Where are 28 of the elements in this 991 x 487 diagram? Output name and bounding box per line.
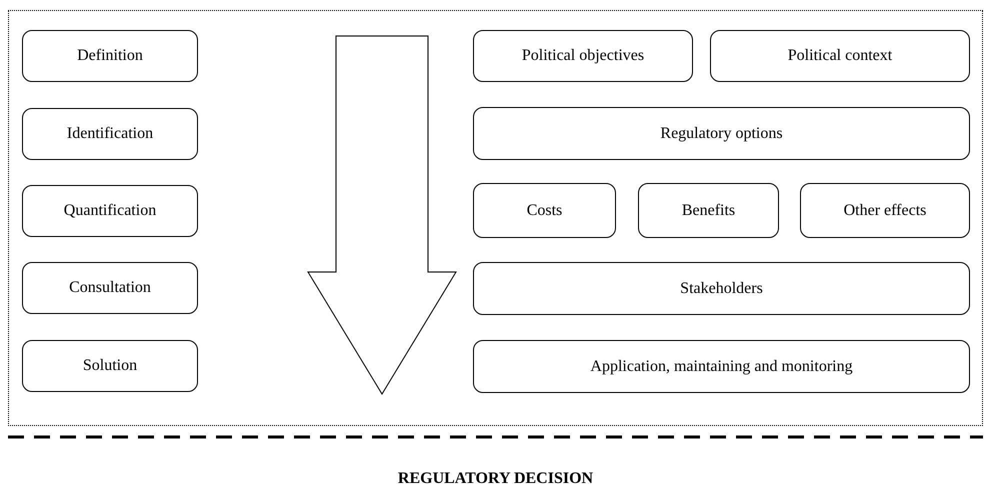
process-box: [22, 262, 198, 314]
box-label: Definition: [77, 47, 143, 65]
process-box: [22, 340, 198, 392]
process-box: [638, 183, 779, 238]
box-label: Political objectives: [522, 47, 644, 65]
process-box: [710, 30, 970, 82]
box-label: Other effects: [844, 202, 926, 220]
box-label: Quantification: [64, 202, 156, 220]
process-box: [473, 262, 970, 315]
box-label: Regulatory options: [660, 124, 783, 142]
process-box: [473, 183, 616, 238]
process-box: [800, 183, 970, 238]
box-label: Application, maintaining and monitoring: [590, 358, 853, 376]
box-label: Consultation: [69, 279, 151, 297]
box-label: Identification: [66, 125, 154, 143]
process-box: [473, 30, 693, 82]
box-label: Costs: [526, 202, 562, 220]
box-label: Benefits: [682, 202, 736, 220]
box-label: Solution: [82, 357, 138, 375]
process-box: [473, 107, 970, 160]
box-label: Stakeholders: [680, 280, 763, 298]
process-box: [22, 185, 198, 237]
dotted-frame: [8, 10, 983, 426]
decision-heading: REGULATORY DECISION: [396, 470, 594, 487]
box-label: Political context: [788, 47, 892, 65]
process-box: [22, 108, 198, 160]
process-box: [22, 30, 198, 82]
process-box: [473, 340, 970, 393]
